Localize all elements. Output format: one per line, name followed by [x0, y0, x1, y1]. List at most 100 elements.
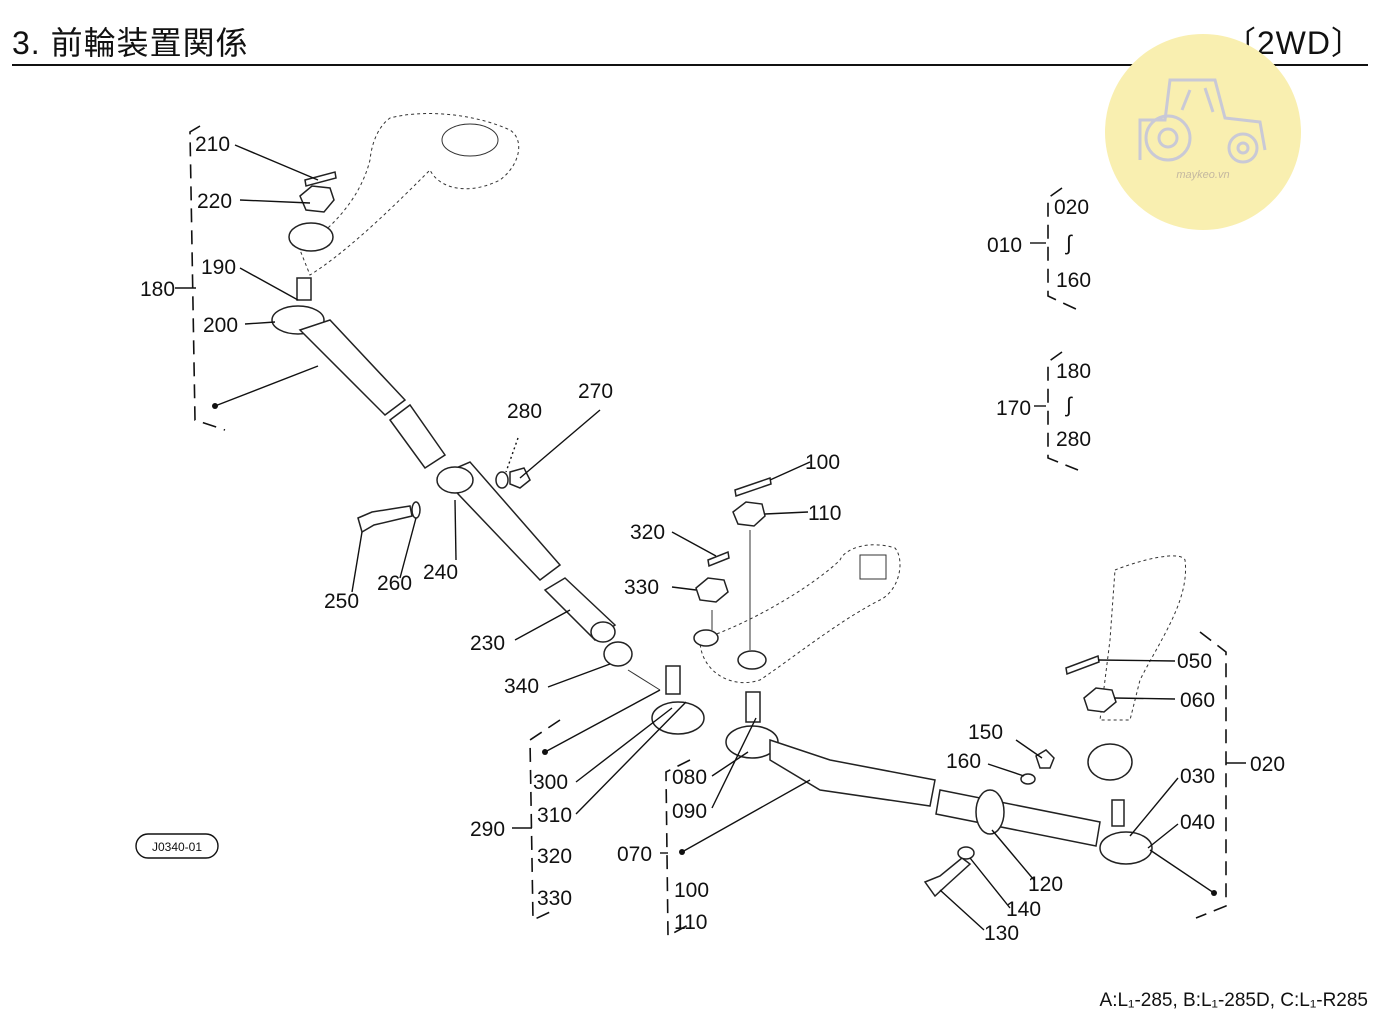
leader-250 — [351, 531, 363, 593]
callout-270: 270 — [578, 380, 613, 403]
washer-280 — [495, 471, 509, 489]
callout-180: 180 — [140, 278, 175, 301]
leader-280 — [505, 437, 519, 473]
nut-150 — [1035, 749, 1055, 769]
bracket-290 — [529, 719, 561, 922]
callout-100: 100 — [805, 451, 840, 474]
castle-nut-330 — [695, 577, 729, 603]
bracket-070 — [665, 759, 691, 938]
drag-link-tube-upper — [298, 319, 407, 416]
callout-290: 290 — [470, 818, 505, 841]
callout-240: 240 — [423, 561, 458, 584]
callout-070-100: 100 — [674, 879, 709, 902]
callout-290-330: 330 — [537, 887, 572, 910]
leader-050 — [1097, 659, 1176, 662]
callout-260: 260 — [377, 572, 412, 595]
leader-040 — [1147, 823, 1179, 849]
callout-070: 070 — [617, 843, 652, 866]
cotter-pin-320 — [707, 550, 730, 568]
callout-140: 140 — [1006, 898, 1041, 921]
pitman-arm — [299, 113, 520, 276]
group-010-id: 010 — [987, 234, 1022, 257]
callout-080: 080 — [672, 766, 707, 789]
leader-150 — [1015, 739, 1043, 759]
callout-040: 040 — [1180, 811, 1215, 834]
page-header: 3. 前輪装置関係 〔2WD〕 — [12, 14, 1368, 66]
page-title: 3. 前輪装置関係 — [12, 25, 249, 61]
bracket-020 — [1195, 631, 1227, 919]
bolt-130 — [923, 857, 972, 898]
callout-340: 340 — [504, 675, 539, 698]
tie-rod-assembly — [725, 555, 1187, 898]
bracket-170 — [1047, 351, 1079, 471]
callout-130: 130 — [984, 922, 1019, 945]
leader-330 — [671, 586, 697, 591]
callout-090: 090 — [672, 800, 707, 823]
drawing-code-frame — [135, 833, 219, 859]
leader-080 — [711, 751, 749, 777]
callout-120: 120 — [1028, 873, 1063, 896]
callout-200: 200 — [203, 314, 238, 337]
group-170-range-mark: ∫ — [1065, 394, 1073, 417]
callout-290-320: 320 — [537, 845, 572, 868]
callout-320: 320 — [630, 521, 665, 544]
callout-280: 280 — [507, 400, 542, 423]
applicability-note: A:L₁-285, B:L₁-285D, C:L₁-R285 — [1099, 990, 1368, 1011]
callout-230: 230 — [470, 632, 505, 655]
cotter-pin-210 — [304, 171, 337, 187]
callout-150: 150 — [968, 721, 1003, 744]
tractor-icon — [1138, 78, 1267, 164]
drag-link-tube-230 — [438, 461, 562, 581]
group-170-id: 170 — [996, 397, 1031, 420]
knuckle-eye — [1087, 743, 1133, 781]
callout-310: 310 — [537, 804, 572, 827]
leader-240 — [454, 499, 457, 561]
callout-030: 030 — [1180, 765, 1215, 788]
knuckle-arm-eye-left — [693, 629, 719, 647]
ball-stud-030 — [1111, 799, 1125, 827]
leader-320 — [671, 531, 717, 557]
callout-220: 220 — [197, 190, 232, 213]
clamp-240 — [436, 466, 474, 494]
leader-130 — [939, 889, 985, 931]
callout-190: 190 — [201, 256, 236, 279]
knuckle-arm — [699, 544, 901, 684]
callout-labels: 210 220 180 190 200 280 270 250 260 240 … — [140, 133, 1285, 945]
leader-300 — [575, 707, 673, 783]
lock-nut-340 — [603, 641, 633, 667]
leader-230 — [514, 609, 571, 641]
bracket-180 — [189, 125, 226, 431]
leader-030 — [1129, 777, 1179, 837]
leader-160 — [987, 763, 1025, 777]
group-010-range-mark: ∫ — [1065, 232, 1073, 255]
bolt-250 — [357, 505, 413, 534]
cotter-pin-100 — [734, 477, 772, 497]
tie-rod-end-300 — [651, 701, 705, 735]
callout-020: 020 — [1250, 753, 1285, 776]
ball-stud-310 — [665, 665, 681, 695]
washer-140 — [957, 846, 975, 860]
leader-290-dot — [544, 689, 661, 753]
clamp-120 — [975, 789, 1005, 835]
leader-070-dot — [681, 779, 811, 853]
leader-120 — [991, 829, 1035, 881]
watermark-logo: maykeo.vn — [1105, 34, 1301, 230]
callout-050: 050 — [1177, 650, 1212, 673]
leader-190 — [239, 267, 299, 301]
leader-060 — [1113, 697, 1176, 700]
callout-160: 160 — [946, 750, 981, 773]
leader-180-dot — [214, 365, 319, 407]
group-010-from: 020 — [1054, 196, 1089, 219]
leader-lines — [135, 125, 1246, 938]
pitman-arm-bore — [441, 123, 499, 157]
ball-stud-090 — [745, 691, 761, 723]
castle-nut-110 — [732, 501, 766, 527]
callout-300: 300 — [533, 771, 568, 794]
knuckle-arm-eye-right — [737, 650, 767, 670]
tube-end — [590, 621, 616, 643]
leader-340 — [547, 663, 611, 688]
right-knuckle — [1099, 555, 1187, 721]
leader-270 — [519, 409, 601, 479]
group-170-to: 280 — [1056, 428, 1091, 451]
